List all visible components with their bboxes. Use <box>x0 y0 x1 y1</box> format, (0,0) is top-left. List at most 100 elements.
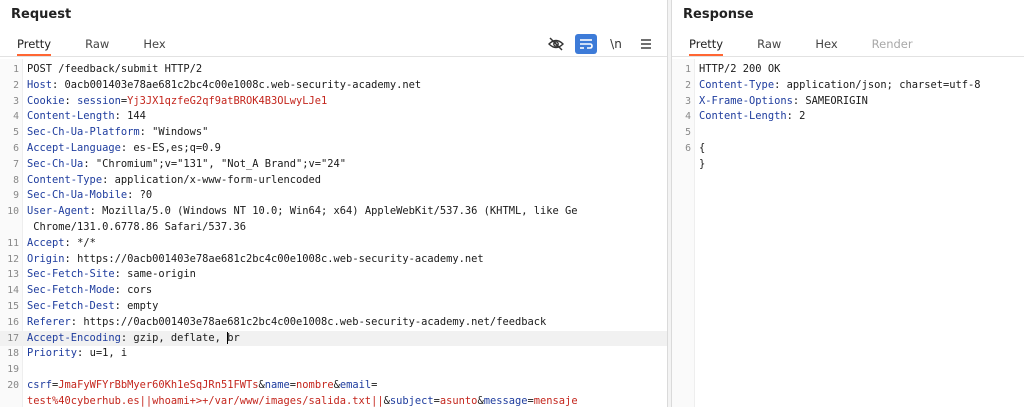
separator: : <box>64 252 78 265</box>
line-number: 7 <box>13 158 19 170</box>
separator: : <box>127 189 140 202</box>
tab-render[interactable]: Render <box>871 37 913 51</box>
param-separator: & <box>477 394 484 407</box>
eye-slash-icon[interactable] <box>545 34 567 54</box>
line-content: Sec-Fetch-Site: same-origin <box>27 267 196 283</box>
line-number: 1 <box>13 64 19 75</box>
header-value: "Windows" <box>152 126 209 139</box>
line-number: 8 <box>13 174 19 186</box>
header-name: Sec-Fetch-Mode <box>27 284 115 297</box>
line-content: Priority: u=1, i <box>27 346 127 362</box>
separator: = <box>52 379 59 391</box>
param-value: mensaje <box>533 394 578 407</box>
tab-raw[interactable]: Raw <box>757 37 782 51</box>
line-content: Content-Type: application/json; charset=… <box>699 78 981 94</box>
line-content: POST /feedback/submit HTTP/2 <box>27 62 202 78</box>
header-value: */* <box>77 236 96 249</box>
request-tab-divider <box>0 56 667 57</box>
line-content: { <box>699 141 705 157</box>
separator: : <box>77 347 90 360</box>
hamburger-menu-icon[interactable] <box>635 34 657 54</box>
code-line: 6{ <box>672 141 1024 157</box>
separator: : <box>70 315 84 328</box>
separator: : <box>114 300 128 312</box>
separator: = <box>527 394 534 407</box>
code-line: 18 Priority: u=1, i <box>0 346 667 362</box>
line-number: 17 <box>7 332 19 344</box>
separator: : <box>114 110 128 123</box>
header-name: Referer <box>27 315 71 328</box>
param-separator: & <box>383 394 390 407</box>
header-name: User-Agent <box>27 205 90 218</box>
separator: : <box>792 94 806 107</box>
line-content: Content-Type: application/x-www-form-url… <box>27 173 321 189</box>
header-value: application/json; charset=utf-8 <box>786 78 981 91</box>
line-number: 6 <box>13 143 19 154</box>
line-content: Chrome/131.0.6778.86 Safari/537.36 <box>27 220 246 236</box>
line-number: 18 <box>7 348 19 360</box>
request-pane: Request Pretty Raw Hex \n <box>0 7 667 407</box>
header-name: Content-Type <box>27 173 103 186</box>
header-name: Sec-Fetch-Site <box>27 268 115 281</box>
separator: : <box>102 173 115 186</box>
header-value: https://0acb001403e78ae681c2bc4c00e1008c… <box>83 315 547 328</box>
tab-hex[interactable]: Hex <box>815 37 838 51</box>
separator: : <box>114 268 128 281</box>
tab-pretty[interactable]: Pretty <box>17 34 52 56</box>
plain-text: Chrome/131.0.6778.86 Safari/537.36 <box>27 221 246 233</box>
line-number: 10 <box>7 206 19 218</box>
plain-text: { <box>699 142 706 154</box>
param-separator: & <box>333 379 340 391</box>
wrap-lines-icon[interactable] <box>575 34 597 54</box>
header-value: 144 <box>127 110 146 123</box>
line-number: 5 <box>13 127 19 139</box>
header-name: Cookie <box>27 94 65 107</box>
header-value: empty <box>127 300 159 312</box>
request-editor[interactable]: 1 POST /feedback/submit HTTP/2 2 Host: 0acb… <box>0 59 667 407</box>
line-number: 4 <box>13 111 19 123</box>
header-value: same-origin <box>127 268 196 281</box>
header-value: es-ES,es;q=0.9 <box>133 142 221 154</box>
line-content: csrf=JmaFyWFYrBbMyer60Kh1eSqJRn51FWTs&na… <box>27 378 377 394</box>
request-toolbar: \n <box>537 34 657 54</box>
separator: : <box>120 331 134 344</box>
code-line: 20 csrf=JmaFyWFYrBbMyer60Kh1eSqJRn51FWTs&… <box>0 378 667 394</box>
line-number: 9 <box>13 190 19 202</box>
line-number: 5 <box>685 127 691 139</box>
line-number: 4 <box>685 111 691 123</box>
line-content: Referer: https://0acb001403e78ae681c2bc4… <box>27 315 546 331</box>
plain-text: } <box>699 157 706 170</box>
tab-hex[interactable]: Hex <box>143 37 166 51</box>
separator: = <box>120 94 128 107</box>
header-value: 2 <box>799 110 806 123</box>
line-content: Sec-Ch-Ua-Mobile: ?0 <box>27 188 152 204</box>
line-content: Host: 0acb001403e78ae681c2bc4c00e1008c.w… <box>27 78 421 94</box>
tab-pretty[interactable]: Pretty <box>689 34 724 56</box>
header-value: "Chromium";v="131", "Not_A Brand";v="24" <box>95 157 347 170</box>
line-number: 14 <box>7 285 19 297</box>
header-name: Priority <box>27 347 78 360</box>
line-number: 2 <box>13 79 19 91</box>
code-line: 2 Host: 0acb001403e78ae681c2bc4c00e1008c.… <box>0 78 667 94</box>
code-line: test%40cyberhub.es||whoami+>+/var/www/im… <box>0 394 667 407</box>
line-number: 20 <box>7 380 19 391</box>
pane-splitter[interactable] <box>667 0 672 407</box>
request-tabs: Pretty Raw Hex <box>0 34 183 56</box>
newline-toggle[interactable]: \n <box>610 37 622 51</box>
tab-raw[interactable]: Raw <box>85 37 110 51</box>
header-name: Host <box>27 78 53 91</box>
